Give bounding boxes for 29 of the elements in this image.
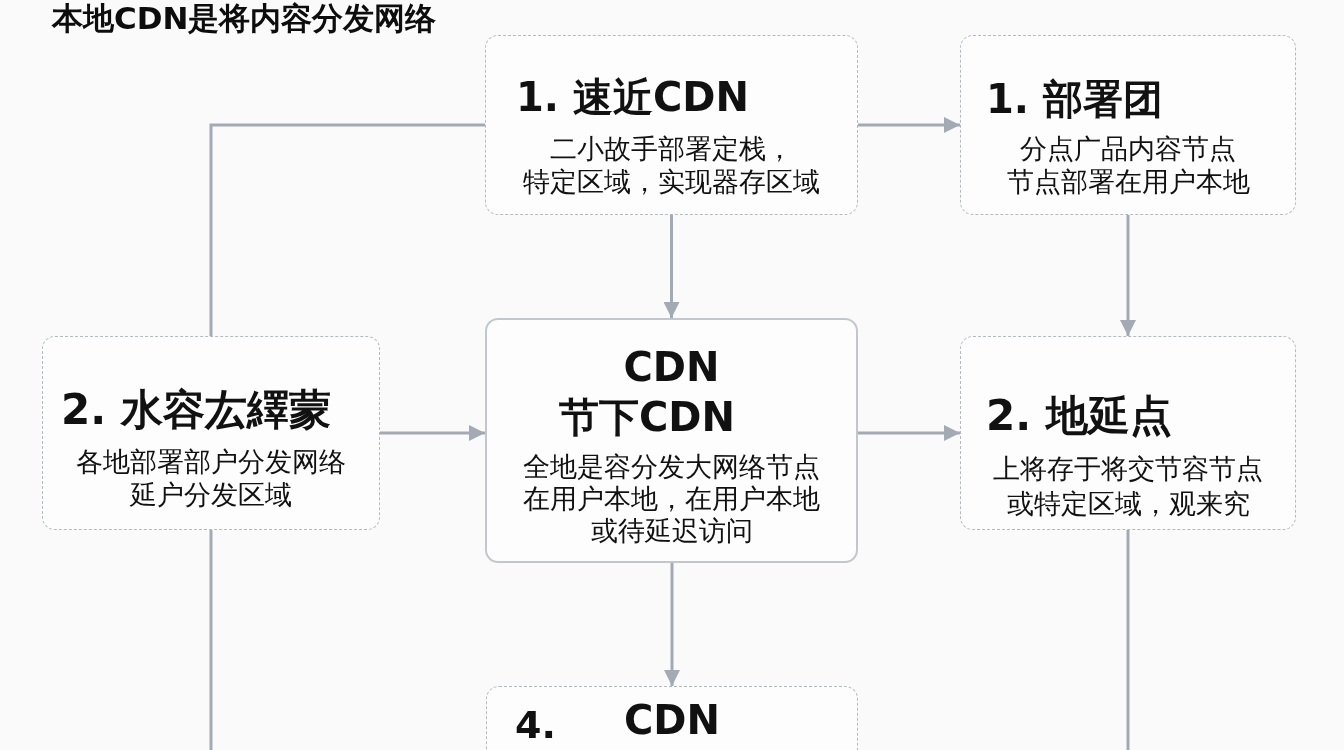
arrow [664, 563, 680, 686]
box-text: 分点广品内容节点节点部署在用户本地 [1006, 132, 1250, 198]
box-heading: 2. 水容厷繹蒙 [61, 387, 331, 433]
connector-line [209, 530, 213, 750]
process-box [42, 336, 380, 530]
box-heading: 1. 速近CDN [516, 74, 749, 120]
box-heading: 1. 部署团 [986, 76, 1163, 122]
arrow [1120, 215, 1136, 336]
box-heading: 2. 地延点 [986, 393, 1172, 439]
connector-line [1126, 530, 1130, 750]
connector-line [209, 123, 485, 336]
box-heading: CDN [624, 697, 720, 743]
process-box [960, 35, 1296, 215]
process-box [960, 336, 1296, 530]
box-heading: 节下CDN [559, 394, 736, 440]
arrow [858, 425, 960, 441]
arrow [663, 215, 680, 318]
arrow [380, 425, 485, 441]
title: 本地CDN是将内容分发网络 [52, 0, 437, 36]
box-text: 各地部署部户分发网络延户分发区域 [76, 445, 346, 511]
process-box [486, 686, 858, 750]
box-text: 全地是容分发大网络节点在用户本地，在用户本地或待延迟访问 [523, 451, 820, 547]
box-text: 上将存于将交节容节点或特定区域，观来究 [993, 452, 1263, 521]
box-text: 二小故手部署定栈，特定区域，实现器存区域 [523, 132, 820, 198]
arrow [858, 117, 960, 133]
box-heading: CDN [623, 344, 720, 390]
process-box [485, 318, 858, 563]
box-heading: 4. [515, 705, 556, 745]
process-box [485, 35, 858, 215]
